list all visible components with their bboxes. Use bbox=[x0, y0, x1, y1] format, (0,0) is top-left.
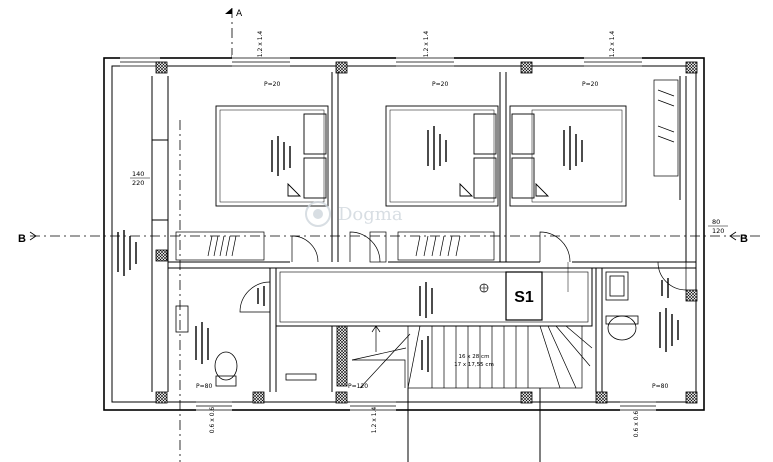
section-lines bbox=[30, 8, 760, 462]
room-s1-label: S1 bbox=[514, 289, 534, 306]
dim-120: 120 bbox=[712, 227, 724, 235]
room-s1-tag: S1 bbox=[505, 271, 543, 321]
section-b-left-label: B bbox=[18, 233, 26, 245]
dim-80: 80 bbox=[712, 218, 720, 226]
bottom-windows bbox=[196, 399, 656, 413]
dim-140: 140 bbox=[132, 170, 144, 178]
section-a-marker: A bbox=[225, 8, 243, 19]
bed-2 bbox=[385, 105, 499, 207]
parapet-label-6: P=80 bbox=[652, 383, 668, 390]
room-annotations bbox=[117, 126, 679, 372]
outer-walls bbox=[103, 57, 705, 411]
bath-fixtures bbox=[175, 271, 639, 387]
window-size-bottom-2: 1.2 x 1.4 bbox=[371, 407, 378, 434]
level-marker bbox=[479, 283, 489, 293]
window-size-bottom-1: 0.6 x 0.6 bbox=[209, 407, 216, 434]
bed-1 bbox=[215, 105, 329, 207]
wardrobes bbox=[175, 79, 679, 263]
pillars bbox=[155, 61, 698, 404]
section-a-label: A bbox=[236, 9, 243, 19]
parapet-label-5: P=120 bbox=[348, 383, 368, 390]
watermark-logo: Dogma bbox=[305, 201, 403, 227]
interior-walls bbox=[151, 72, 696, 392]
parapet-label-2: P=20 bbox=[432, 81, 448, 88]
parapet-label-4: P=80 bbox=[196, 383, 212, 390]
window-size-bottom-3: 0.6 x 0.6 bbox=[633, 411, 640, 438]
stairs-label-2: 17 x 17,55 cm bbox=[454, 362, 494, 368]
section-b-right-label: B bbox=[740, 233, 748, 245]
top-windows bbox=[120, 55, 642, 69]
watermark-text: Dogma bbox=[338, 204, 403, 225]
window-size-top-2: 1.2 x 1.4 bbox=[423, 31, 430, 58]
dim-220: 220 bbox=[132, 179, 144, 187]
bed-3 bbox=[509, 105, 627, 207]
window-size-top-3: 1.2 x 1.4 bbox=[609, 31, 616, 58]
window-size-top-1: 1.2 x 1.4 bbox=[257, 31, 264, 58]
parapet-label-1: P=20 bbox=[264, 81, 280, 88]
parapet-label-3: P=20 bbox=[582, 81, 598, 88]
stairs-label-1: 16 x 28 cm bbox=[459, 354, 490, 360]
staircase bbox=[351, 325, 593, 462]
